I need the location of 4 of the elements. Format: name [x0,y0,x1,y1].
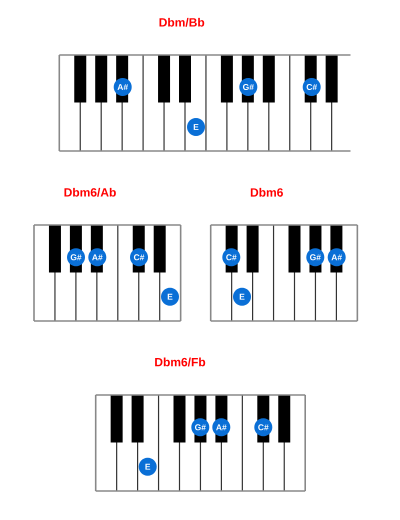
chord-title: Dbm6 [250,188,283,197]
chord-title: Dbm/Bb [160,18,204,27]
chord-title: Dbm6/Fb [155,358,206,366]
chord-title: Dbm6/Ab [64,188,116,197]
